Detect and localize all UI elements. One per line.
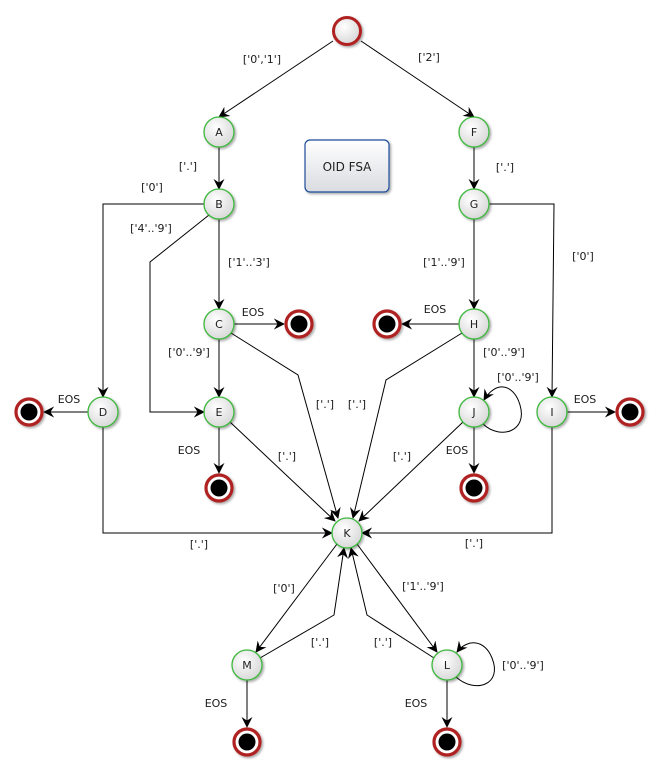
state-node-d: D: [87, 396, 119, 428]
edge-label: ['0'..'9']: [168, 346, 210, 359]
state-node-b: B: [203, 188, 235, 220]
edge-start-to-a: [218, 40, 334, 118]
edge-label: ['0']: [273, 582, 295, 595]
edge-b-to-d: [97, 203, 204, 398]
edge-label: ['.']: [179, 160, 197, 173]
edge-k-to-l: [356, 543, 438, 653]
final-dot: [378, 315, 396, 333]
edge-label: ['.']: [374, 636, 392, 649]
edge-k-to-m: [255, 543, 338, 653]
state-label: I: [550, 406, 553, 419]
edge-label: ['.']: [311, 636, 329, 649]
edge-label: ['.']: [393, 450, 411, 463]
state-label: G: [470, 198, 479, 211]
state-node-f: F: [458, 116, 490, 148]
edge-label: ['.']: [316, 398, 334, 411]
final-node: [615, 397, 645, 427]
state-node-h: H: [458, 308, 490, 340]
state-label: E: [216, 406, 223, 419]
edge-b-to-e: [149, 214, 210, 418]
state-label: M: [242, 659, 252, 672]
title-box: OID FSA: [304, 139, 390, 193]
final-dot: [621, 403, 639, 421]
state-node-i: I: [536, 396, 568, 428]
final-node: [284, 309, 314, 339]
edge-label: EOS: [58, 393, 81, 406]
final-dot: [465, 479, 483, 497]
state-label: K: [343, 527, 351, 540]
edge-j-to-j: [482, 386, 522, 433]
state-node-g: G: [458, 188, 490, 220]
edge-m-to-k: [259, 547, 348, 659]
state-label: J: [471, 406, 475, 419]
edge-label: ['.']: [496, 161, 514, 174]
final-node: [459, 473, 489, 503]
edge-label: ['1'..'9']: [423, 256, 465, 269]
edge-label: ['0','1']: [243, 53, 281, 66]
state-label: F: [471, 126, 477, 139]
edge-label: ['0'..'9']: [497, 371, 539, 384]
final-node: [372, 309, 402, 339]
edge-label: ['4'..'9']: [130, 222, 172, 235]
edge-c-to-k: [230, 332, 341, 519]
final-dot: [20, 403, 38, 421]
edge-label: ['0'..'9']: [483, 346, 525, 359]
edge-label: ['.']: [348, 398, 366, 411]
edge-label: ['.']: [190, 538, 208, 551]
edge-label: EOS: [405, 697, 428, 710]
edge-i-to-k: [361, 427, 553, 539]
edge-label: ['1'..'3']: [228, 256, 270, 269]
nodes: A B C D E F G H I J K L M: [14, 16, 645, 757]
edge-label: EOS: [242, 306, 265, 319]
state-node-j: J: [458, 396, 490, 428]
final-node: [204, 473, 234, 503]
edge-label: EOS: [574, 393, 597, 406]
edge-l-to-l: [455, 640, 495, 686]
state-node-k: K: [331, 517, 363, 549]
state-label: C: [215, 318, 223, 331]
state-node-l: L: [431, 649, 463, 681]
edge-g-to-i: [489, 203, 558, 398]
state-node-c: C: [203, 308, 235, 340]
state-node-e: E: [203, 396, 235, 428]
edge-label: EOS: [446, 444, 469, 457]
final-node: [432, 727, 462, 757]
state-label: B: [215, 198, 223, 211]
final-dot: [210, 479, 228, 497]
final-node: [232, 727, 262, 757]
edge-label: ['0']: [141, 181, 163, 194]
edge-label: ['0']: [572, 250, 594, 263]
edge-l-to-k: [347, 547, 435, 659]
edge-label: EOS: [424, 303, 447, 316]
edge-label: EOS: [205, 697, 228, 710]
final-dot: [438, 733, 456, 751]
diagram-title: OID FSA: [323, 160, 373, 174]
state-label: L: [444, 659, 451, 672]
final-dot: [238, 733, 256, 751]
edge-label: EOS: [178, 444, 201, 457]
final-dot: [290, 315, 308, 333]
state-label: H: [470, 318, 478, 331]
edge-start-to-f: [360, 40, 475, 118]
edge-d-to-k: [102, 427, 333, 539]
start-node: [332, 16, 362, 46]
edge-label: ['1'..'9']: [402, 580, 444, 593]
state-node-m: M: [231, 649, 263, 681]
edge-j-to-k: [358, 421, 464, 522]
edge-label: ['2']: [418, 51, 440, 64]
edge-e-to-k: [229, 421, 336, 522]
state-label: A: [215, 126, 223, 139]
final-node: [14, 397, 44, 427]
edge-label: ['.']: [278, 450, 296, 463]
edge-label: ['0'..'9']: [502, 659, 544, 672]
edge-h-to-k: [349, 332, 463, 519]
state-label: D: [99, 406, 107, 419]
state-node-a: A: [203, 116, 235, 148]
edges: [43, 40, 616, 728]
edge-labels: ['0','1'] ['2'] ['.'] ['0'] ['4'..'9'] ['1'..…: [58, 51, 597, 710]
edge-label: ['.']: [465, 537, 483, 550]
